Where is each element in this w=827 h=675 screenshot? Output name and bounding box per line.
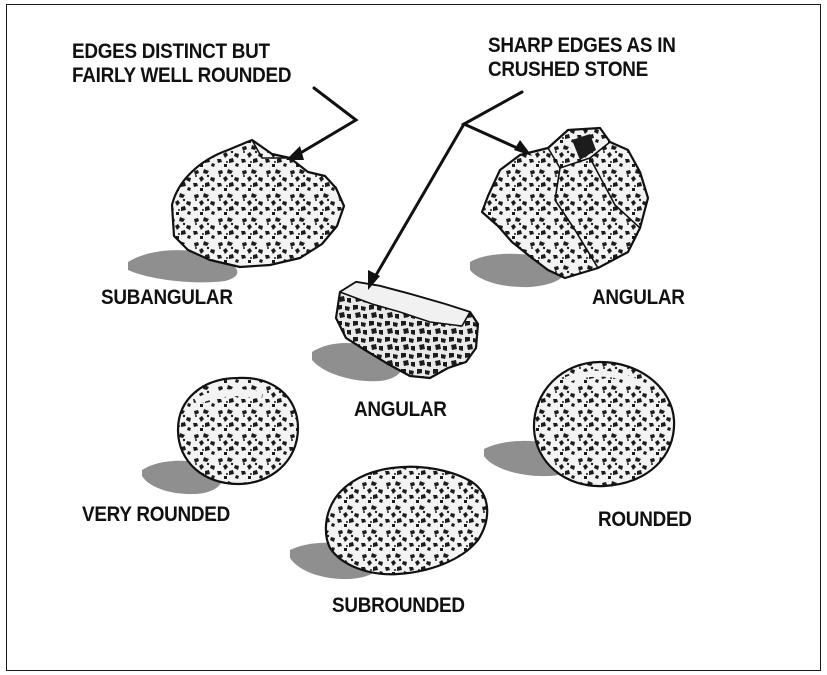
rounded-edges-note-line1: EDGES DISTINCT BUT (72, 40, 270, 64)
angular-label-top-right: ANGULAR (592, 286, 685, 310)
subrounded-label: SUBROUNDED (332, 594, 465, 618)
angular-label-center: ANGULAR (354, 398, 447, 422)
rounded-edges-leader (292, 88, 356, 158)
rounded-stone (534, 362, 674, 486)
subangular-stone (172, 140, 344, 267)
sharp-edges-leader-center (372, 124, 464, 282)
sharp-edges-leader-right (464, 92, 526, 152)
sharp-edges-note-line1: SHARP EDGES AS IN (488, 34, 676, 58)
very-rounded-label: VERY ROUNDED (82, 503, 230, 527)
subrounded-stone (326, 467, 487, 574)
subangular-label: SUBANGULAR (101, 286, 233, 310)
rounded-edges-note-line2: FAIRLY WELL ROUNDED (72, 64, 291, 88)
sharp-edges-note-line2: CRUSHED STONE (488, 58, 648, 82)
rounded-label: ROUNDED (598, 508, 692, 532)
